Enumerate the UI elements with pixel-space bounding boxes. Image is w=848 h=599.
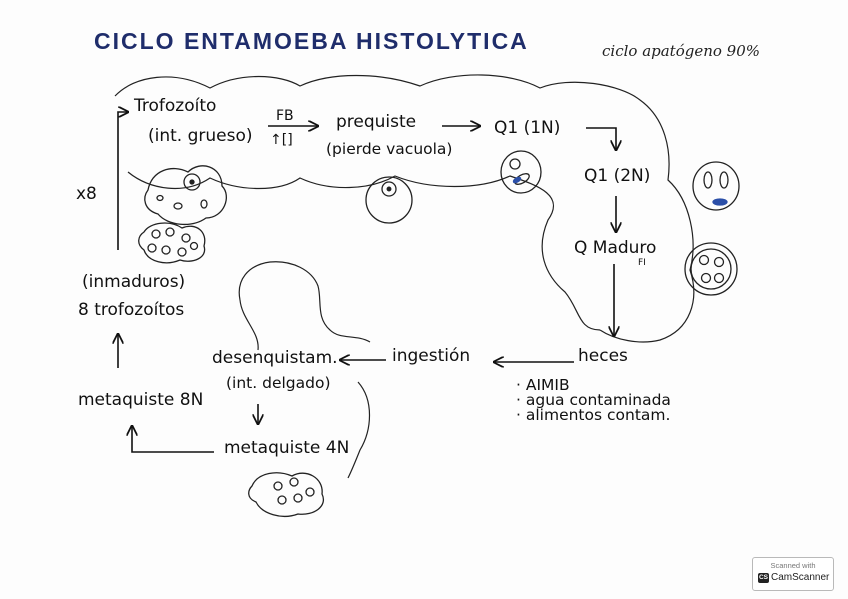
label-trofozoito: Trofozoíto bbox=[134, 96, 216, 116]
arrow-q1-down bbox=[586, 128, 616, 150]
label-cond: ↑[] bbox=[270, 132, 293, 148]
label-prequiste-sub: (pierde vacuola) bbox=[326, 140, 452, 158]
label-q1-2n: Q1 (2N) bbox=[584, 166, 650, 186]
camscanner-badge: Scanned with CS CamScanner bbox=[752, 557, 834, 591]
metacyst-4n-drawing bbox=[249, 473, 324, 517]
label-inmaduros: (inmaduros) bbox=[82, 272, 185, 292]
label-desenquistam-sub: (int. delgado) bbox=[226, 374, 331, 392]
label-ingestion: ingestión bbox=[392, 346, 470, 366]
route-item: · alimentos contam. bbox=[516, 406, 670, 424]
label-q1-1n: Q1 (1N) bbox=[494, 118, 560, 138]
label-desenquistam: desenquistam. bbox=[212, 348, 338, 368]
label-x8: x8 bbox=[76, 184, 97, 204]
label-metaquiste-4n: metaquiste 4N bbox=[224, 438, 349, 458]
arrow-meta4-left bbox=[132, 426, 214, 452]
label-prequiste: prequiste bbox=[336, 112, 416, 132]
label-fi: FI bbox=[638, 258, 646, 268]
intestine-inner bbox=[128, 172, 600, 330]
precyst-drawing bbox=[366, 177, 412, 223]
scanned-with-text: Scanned with bbox=[753, 561, 833, 570]
multinucleated-trophozoite-drawing bbox=[139, 223, 205, 263]
page-title: CICLO ENTAMOEBA HISTOLYTICA bbox=[94, 28, 529, 55]
camscanner-brand: CamScanner bbox=[771, 572, 829, 583]
mature-cyst-drawing bbox=[685, 243, 737, 295]
label-8-trofozoitos: 8 trofozoítos bbox=[78, 300, 184, 320]
label-metaquiste-8n: metaquiste 8N bbox=[78, 390, 203, 410]
trophozoite-cell-drawing bbox=[145, 166, 227, 225]
label-trofozoito-sub: (int. grueso) bbox=[148, 126, 253, 146]
label-q-maduro: Q Maduro bbox=[574, 238, 656, 258]
camscanner-logo-icon: CS bbox=[758, 573, 769, 583]
q1-1n-drawing bbox=[501, 151, 541, 193]
side-note: ciclo apatógeno 90% bbox=[602, 42, 760, 60]
label-fb: FB bbox=[276, 108, 294, 124]
q1-2n-drawing bbox=[693, 162, 739, 210]
label-heces: heces bbox=[578, 346, 628, 366]
arrow-x8-up bbox=[118, 112, 128, 250]
